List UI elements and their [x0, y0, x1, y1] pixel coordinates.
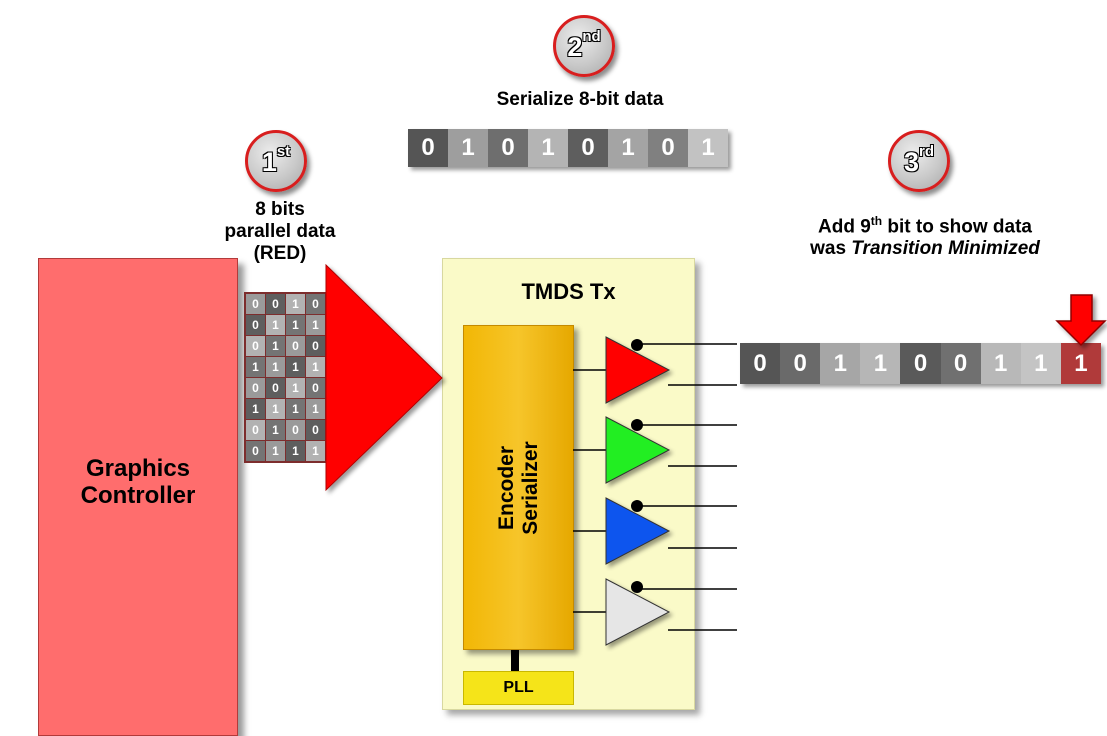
- parallel-bit-cell: 1: [286, 399, 305, 419]
- graphics-controller-block: Graphics Controller: [38, 258, 238, 736]
- step-2-badge: 2nd: [553, 15, 615, 77]
- parallel-bit-cell: 0: [246, 378, 265, 398]
- pll-connector: [511, 650, 519, 671]
- serialized-bit: 1: [448, 129, 488, 167]
- ninth-bit-caption-line1: Add 9th bit to show data: [818, 214, 1032, 238]
- serialized-bit: 1: [608, 129, 648, 167]
- encoded-bit: 1: [980, 343, 1021, 384]
- encoded-bit: 1: [1020, 343, 1061, 384]
- parallel-bit-cell: 1: [306, 399, 325, 419]
- tmds-tx-title: TMDS Tx: [521, 279, 616, 304]
- serialized-bit: 1: [688, 129, 728, 167]
- encoder-serializer-block: Encoder Serializer: [463, 325, 574, 650]
- parallel-bit-cell: 1: [246, 357, 265, 377]
- parallel-bit-cell: 1: [306, 357, 325, 377]
- parallel-bit-cell: 1: [306, 441, 325, 461]
- parallel-bit-cell: 0: [306, 336, 325, 356]
- parallel-bit-cell: 0: [286, 420, 305, 440]
- differential-output-lines: [637, 343, 737, 631]
- graphics-controller-label: Graphics Controller: [80, 455, 196, 509]
- white-driver-inverting-bubble: [631, 581, 643, 593]
- parallel-bit-cell: 0: [306, 378, 325, 398]
- blue-driver: [605, 497, 671, 565]
- red-driver-inverting-bubble: [631, 339, 643, 351]
- step-3-badge: 3rd: [888, 130, 950, 192]
- serialize-caption: Serialize 8-bit data: [496, 89, 664, 110]
- parallel-bit-cell: 1: [286, 378, 305, 398]
- step-1-badge: 1st: [245, 130, 307, 192]
- white-driver: [605, 578, 671, 646]
- blue-driver-inverting-bubble: [631, 500, 643, 512]
- parallel-bit-cell: 1: [266, 336, 285, 356]
- ninth-bit: 1: [1060, 343, 1101, 384]
- ninth-bit-caption: Add 9th bit to show data was Transition …: [745, 210, 1105, 260]
- parallel-bit-cell: 0: [266, 294, 285, 314]
- parallel-bit-cell: 0: [286, 336, 305, 356]
- ninth-bit-down-arrow: [1055, 294, 1107, 347]
- parallel-bit-cell: 1: [266, 420, 285, 440]
- pll-block: PLL: [463, 671, 574, 705]
- parallel-bit-cell: 1: [286, 315, 305, 335]
- serialized-bit: 0: [648, 129, 688, 167]
- green-driver-inverting-bubble: [631, 419, 643, 431]
- parallel-bit-cell: 1: [306, 315, 325, 335]
- serialized-bit: 0: [408, 129, 448, 167]
- step-3-number: 3rd: [903, 143, 935, 177]
- red-driver: [605, 336, 671, 404]
- encoded-bit: 1: [820, 343, 861, 384]
- parallel-data-caption: 8 bits parallel data (RED): [200, 199, 360, 265]
- encoder-output-lines: [573, 369, 606, 613]
- parallel-bit-cell: 0: [246, 315, 265, 335]
- parallel-bit-cell: 0: [246, 441, 265, 461]
- parallel-bit-cell: 0: [306, 420, 325, 440]
- encoded-bit: 0: [740, 343, 781, 384]
- serialized-bit: 1: [528, 129, 568, 167]
- parallel-bit-cell: 0: [266, 378, 285, 398]
- encoded-bit: 1: [860, 343, 901, 384]
- parallel-to-tmds-arrow: [325, 263, 443, 492]
- ninth-bit-caption-line2: was Transition Minimized: [810, 238, 1040, 260]
- serialized-bit: 0: [488, 129, 528, 167]
- green-driver: [605, 416, 671, 484]
- parallel-bit-cell: 0: [306, 294, 325, 314]
- parallel-bit-cell: 1: [286, 357, 305, 377]
- step-1-number: 1st: [261, 143, 291, 177]
- parallel-bit-cell: 0: [246, 294, 265, 314]
- parallel-caption-line2: parallel data: [224, 221, 336, 242]
- parallel-bit-cell: 1: [246, 399, 265, 419]
- parallel-bit-cell: 1: [286, 441, 305, 461]
- step-2-number: 2nd: [567, 28, 601, 62]
- encoded-bit: 0: [940, 343, 981, 384]
- encoded-bit: 0: [900, 343, 941, 384]
- tmds-tx-block: TMDS Tx Encoder Serializer PLL: [442, 258, 695, 710]
- parallel-caption-line3: (RED): [253, 243, 307, 264]
- encoded-bit: 0: [780, 343, 821, 384]
- parallel-bit-cell: 1: [266, 441, 285, 461]
- parallel-bit-cell: 1: [286, 294, 305, 314]
- parallel-bit-cell: 1: [266, 315, 285, 335]
- parallel-caption-line1: 8 bits: [255, 199, 305, 220]
- serialized-bit: 0: [568, 129, 608, 167]
- parallel-bit-cell: 0: [246, 336, 265, 356]
- parallel-bit-cell: 1: [266, 399, 285, 419]
- parallel-bit-cell: 1: [266, 357, 285, 377]
- parallel-bit-cell: 0: [246, 420, 265, 440]
